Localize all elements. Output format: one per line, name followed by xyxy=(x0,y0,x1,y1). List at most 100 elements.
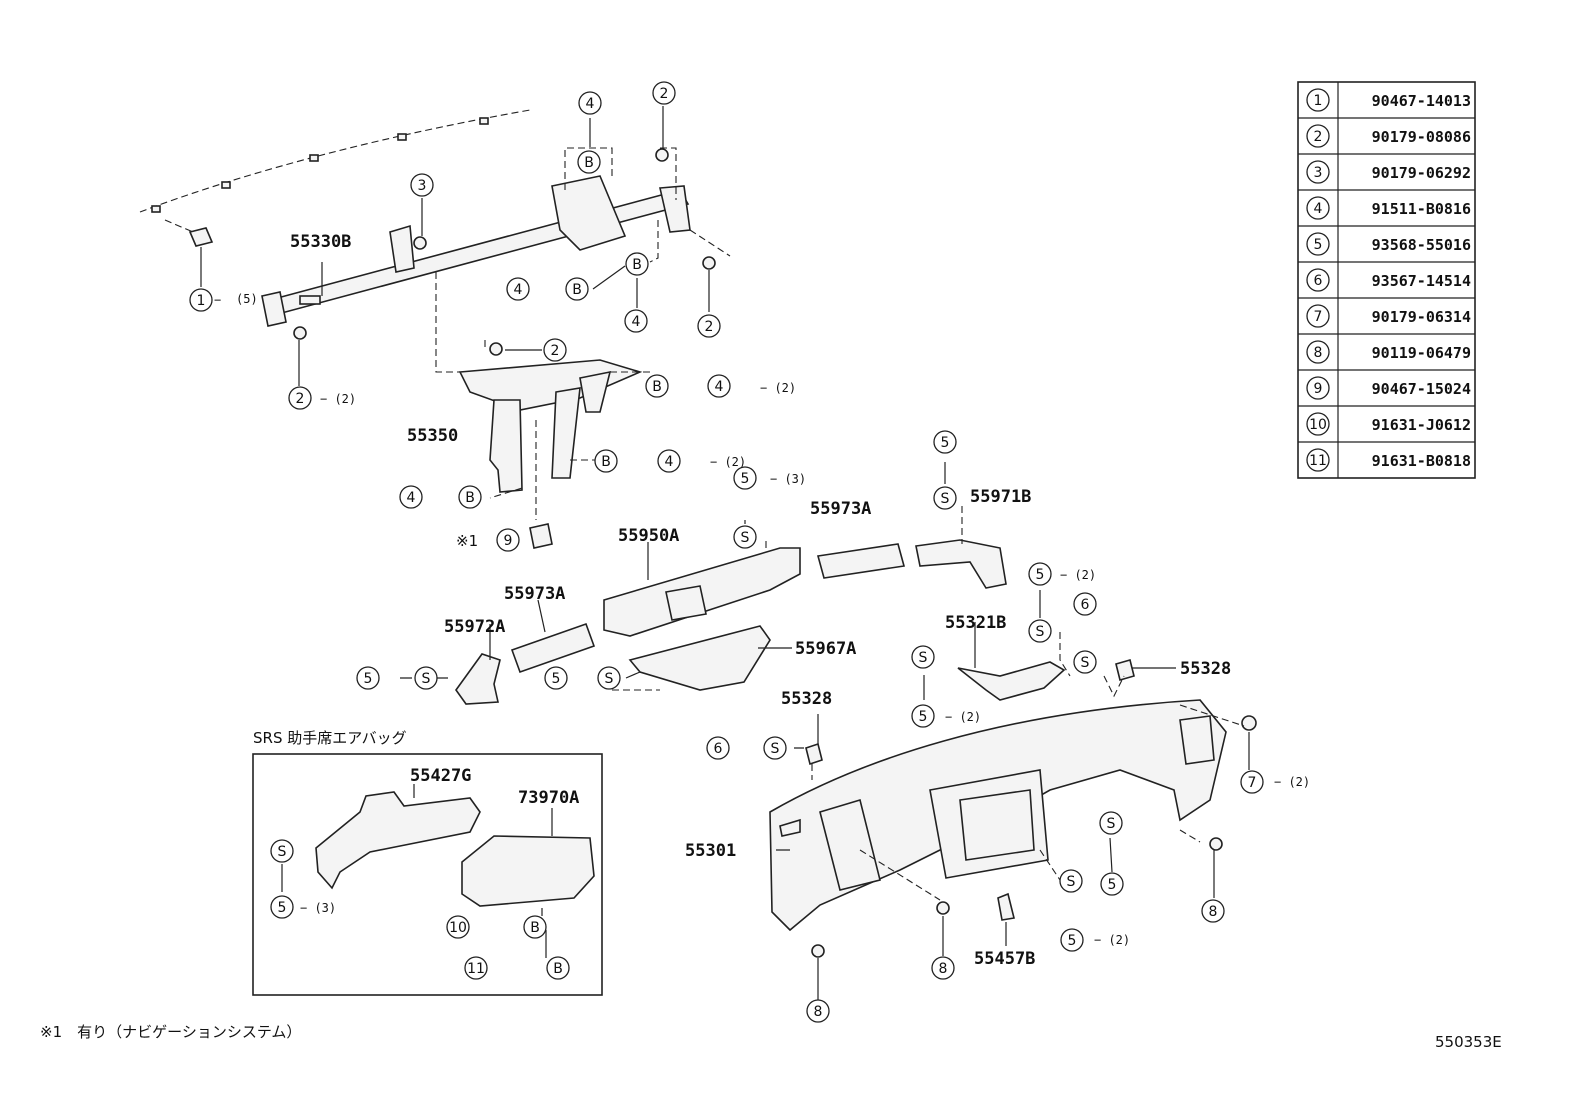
airbag-module xyxy=(461,835,595,907)
callout-4: 4 xyxy=(578,91,602,115)
svg-text:5: 5 xyxy=(278,900,287,916)
ref-number: 1 xyxy=(1314,93,1323,109)
svg-text:2: 2 xyxy=(660,86,669,102)
svg-text:5: 5 xyxy=(741,471,750,487)
part-number: 93568-55016 xyxy=(1372,236,1471,254)
callout-5: 5 xyxy=(933,430,957,454)
qty-two: − (2) xyxy=(710,455,746,469)
part-number: 91631-J0612 xyxy=(1372,416,1471,434)
svg-text:B: B xyxy=(553,961,563,977)
callout-7: 7 xyxy=(1240,770,1264,794)
ref-number: 4 xyxy=(1314,201,1323,217)
callout-b: B xyxy=(645,374,669,398)
qty-two: − (2) xyxy=(1274,775,1310,789)
label-55973a-right: 55973A xyxy=(810,499,871,519)
instrument-panel xyxy=(769,699,1227,932)
callout-s: S xyxy=(933,486,957,510)
callout-2: 2 xyxy=(543,338,567,362)
svg-text:S: S xyxy=(1036,624,1045,640)
brace-bracket xyxy=(458,359,643,493)
callout-4: 4 xyxy=(707,374,731,398)
ref-number: 10 xyxy=(1309,417,1327,433)
callout-s: S xyxy=(733,525,757,549)
svg-text:S: S xyxy=(422,671,431,687)
callout-b: B xyxy=(577,150,601,174)
callout-3: 3 xyxy=(410,173,434,197)
parts-table-row: 7 90179-06314 xyxy=(1306,304,1471,328)
ref-number: 5 xyxy=(1314,237,1323,253)
svg-text:S: S xyxy=(771,741,780,757)
label-55457b: 55457B xyxy=(974,949,1035,969)
parts-table-row: 5 93568-55016 xyxy=(1306,232,1471,256)
svg-text:B: B xyxy=(572,282,582,298)
note-marker: ※1 xyxy=(456,532,478,550)
brace-dash xyxy=(489,371,650,520)
clip-55328-left xyxy=(805,742,823,766)
svg-text:6: 6 xyxy=(1081,597,1090,613)
callout-5: 5 xyxy=(1100,872,1124,896)
part-number: 90179-08086 xyxy=(1372,128,1471,146)
ref-number: 9 xyxy=(1314,381,1323,397)
qty-5: (5) xyxy=(236,292,258,306)
panel-bolts xyxy=(811,715,1257,958)
callout-5: 5 xyxy=(1060,928,1084,952)
callout-5: 5 xyxy=(544,666,568,690)
callout-5: 5 xyxy=(1028,562,1052,586)
callout-s: S xyxy=(1059,869,1083,893)
callout-b: B xyxy=(523,915,547,939)
label-55967a: 55967A xyxy=(795,639,856,659)
ref-number: 7 xyxy=(1314,309,1323,325)
callout-5: 5 xyxy=(733,466,757,490)
callout-s: S xyxy=(597,666,621,690)
label-55321b: 55321B xyxy=(945,613,1006,633)
callout-b: B xyxy=(458,485,482,509)
svg-text:8: 8 xyxy=(814,1004,823,1020)
label-55328-right: 55328 xyxy=(1180,659,1231,679)
duct-right-end xyxy=(915,539,1007,589)
svg-text:S: S xyxy=(1081,655,1090,671)
svg-text:3: 3 xyxy=(418,178,427,194)
svg-text:11: 11 xyxy=(467,961,485,977)
callout-2: 2 xyxy=(652,81,676,105)
callout-5: 5 xyxy=(270,895,294,919)
svg-text:S: S xyxy=(605,671,614,687)
part-number: 90179-06314 xyxy=(1372,308,1471,326)
svg-text:S: S xyxy=(1067,874,1076,890)
label-55328-left: 55328 xyxy=(781,689,832,709)
svg-text:S: S xyxy=(941,491,950,507)
label-55971b: 55971B xyxy=(970,487,1031,507)
svg-text:1: 1 xyxy=(197,293,206,309)
svg-text:4: 4 xyxy=(665,454,674,470)
callout-8: 8 xyxy=(806,999,830,1023)
qty-three: − (3) xyxy=(300,901,336,915)
hose-right xyxy=(816,543,906,579)
callout-b: B xyxy=(565,277,589,301)
hose-left xyxy=(510,622,596,674)
callout-s: S xyxy=(763,736,787,760)
svg-text:2: 2 xyxy=(705,319,714,335)
callout-s: S xyxy=(1099,811,1123,835)
part-number: 90467-14013 xyxy=(1372,92,1471,110)
label-55301: 55301 xyxy=(685,841,736,861)
label-55950a: 55950A xyxy=(618,526,679,546)
svg-text:S: S xyxy=(919,650,928,666)
callout-6: 6 xyxy=(706,736,730,760)
callout-10: 10 xyxy=(446,915,470,939)
bracket-leaders xyxy=(794,590,1176,749)
label-55350: 55350 xyxy=(407,426,458,446)
callout-b: B xyxy=(546,956,570,980)
panel-leaders xyxy=(776,732,1250,1000)
callout-5: 5 xyxy=(356,666,380,690)
ref-number: 2 xyxy=(1314,129,1323,145)
svg-text:10: 10 xyxy=(449,920,467,936)
callout-b: B xyxy=(594,449,618,473)
callout-s: S xyxy=(911,645,935,669)
svg-text:8: 8 xyxy=(939,961,948,977)
parts-table-row: 1 90467-14013 xyxy=(1306,88,1471,112)
leader xyxy=(200,106,710,386)
svg-text:4: 4 xyxy=(715,379,724,395)
airbag-bracket xyxy=(315,791,481,890)
